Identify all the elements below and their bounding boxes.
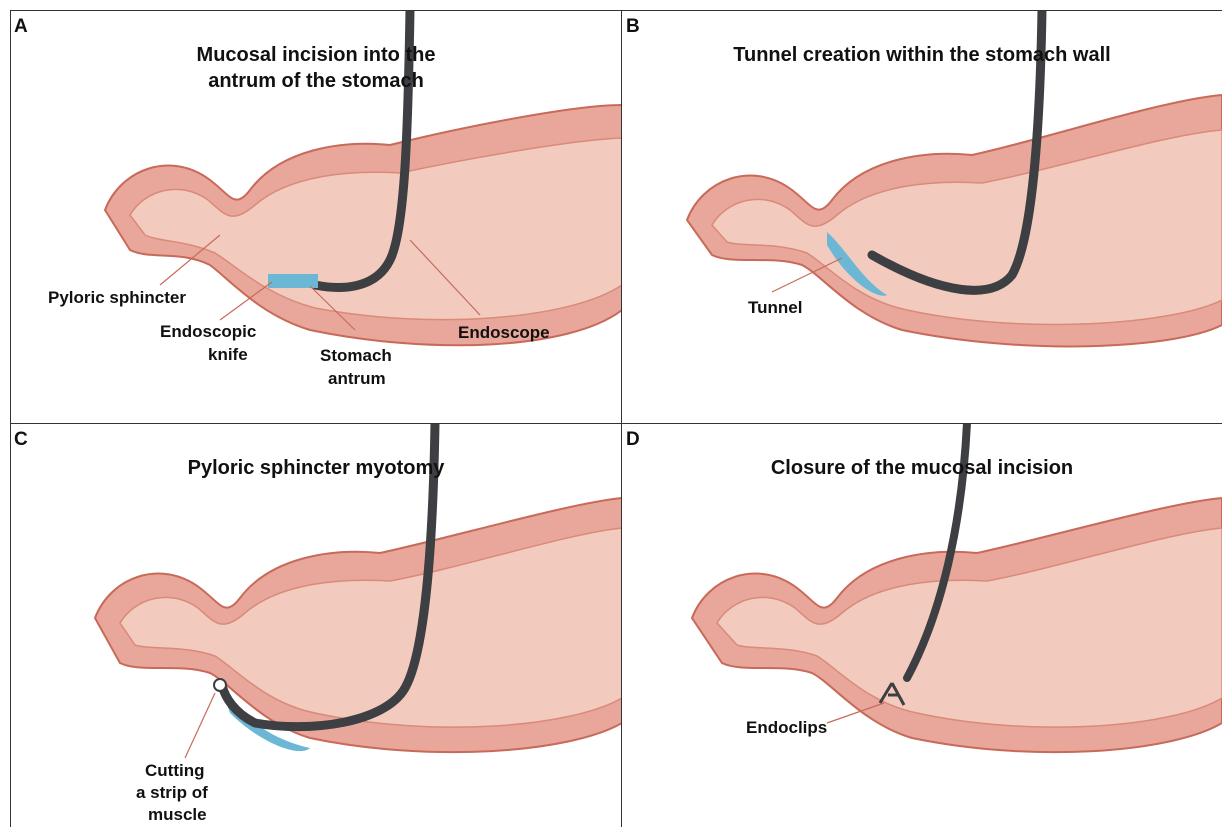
panel-title-line-1: Mucosal incision into the (10, 42, 622, 68)
panel-title: Closure of the mucosal incision (622, 455, 1222, 481)
panel-letter: A (14, 16, 28, 38)
label-endoscopic-knife-line-1: Endoscopic (160, 322, 256, 342)
label-cutting-line-1: Cutting (145, 761, 204, 781)
panel-letter: B (626, 16, 640, 38)
stomach-illustration-c (10, 423, 622, 827)
label-cutting-line-2: a strip of (136, 783, 208, 803)
panel-a: A Mucosal incision into the antrum of th… (10, 10, 622, 423)
grid-rule-center-horizontal (10, 423, 1222, 424)
panel-d: D Closure of the mucosal incision Endocl… (622, 423, 1222, 827)
grid-rule-center-vertical (621, 10, 622, 827)
label-tunnel: Tunnel (748, 298, 802, 318)
grid-rule-left (10, 10, 11, 827)
label-endoscope: Endoscope (458, 323, 550, 343)
panel-letter: C (14, 429, 28, 451)
label-endoclips: Endoclips (746, 718, 827, 738)
label-cutting-line-3: muscle (148, 805, 207, 825)
stomach-illustration-d (622, 423, 1222, 827)
stomach-illustration-b (622, 10, 1222, 423)
panel-title: Pyloric sphincter myotomy (10, 455, 622, 481)
panel-title-line-2: antrum of the stomach (10, 68, 622, 94)
grid-rule-top (10, 10, 1222, 11)
label-pyloric-sphincter: Pyloric sphincter (48, 288, 186, 308)
panel-b: B Tunnel creation within the stomach wal… (622, 10, 1222, 423)
panel-title: Tunnel creation within the stomach wall (622, 42, 1222, 68)
label-stomach-antrum-line-1: Stomach (320, 346, 392, 366)
label-endoscopic-knife-line-2: knife (208, 345, 248, 365)
label-stomach-antrum-line-2: antrum (328, 369, 386, 389)
panel-letter: D (626, 429, 640, 451)
panel-c: C Pyloric sphincter myotomy Cutting a st… (10, 423, 622, 827)
